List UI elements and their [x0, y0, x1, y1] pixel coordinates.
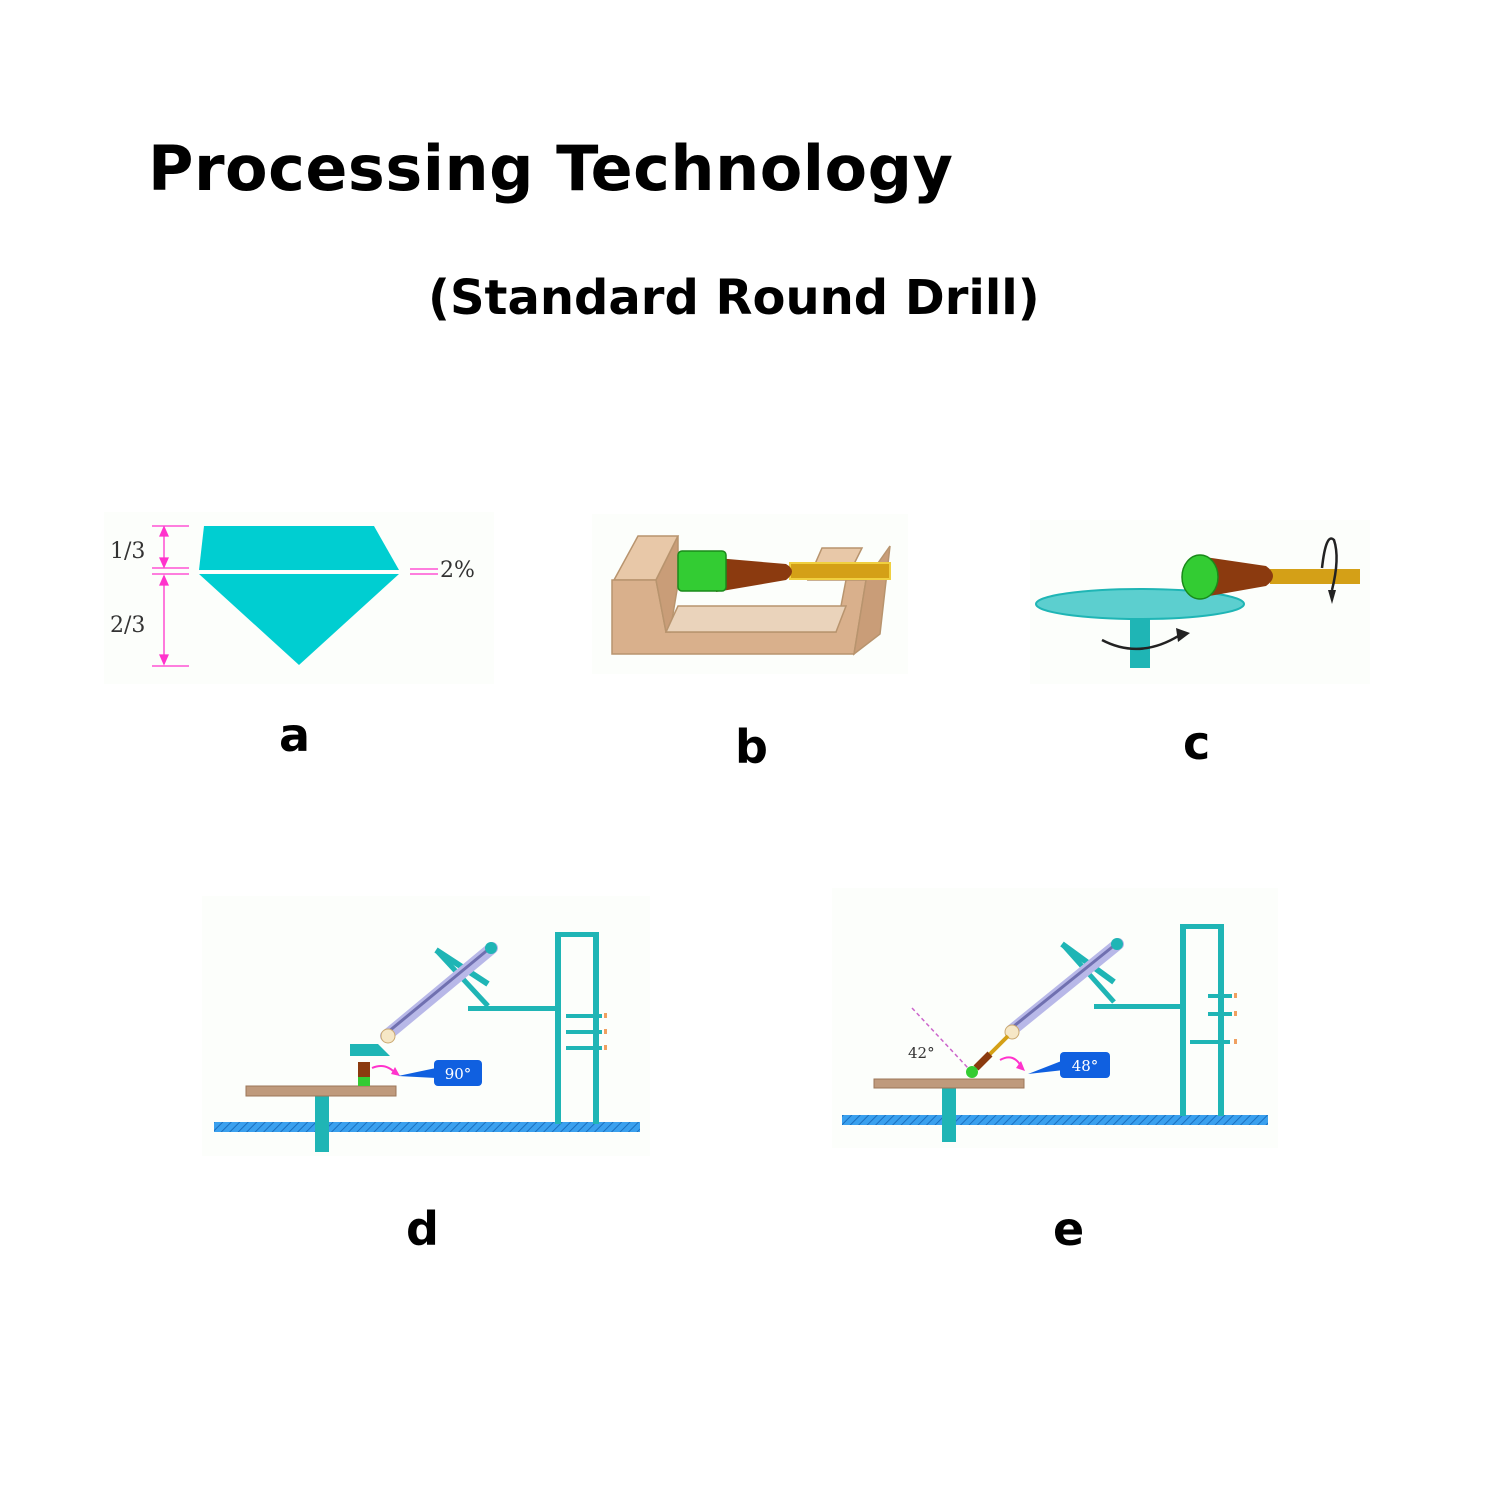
- dop-holder: [1181, 554, 1219, 600]
- dimension-lines: [152, 525, 438, 667]
- setup-48-diagram: 42° 48°: [842, 924, 1268, 1142]
- panel-a-label: a: [279, 708, 311, 762]
- girdle-percent-label: 2%: [440, 558, 475, 583]
- dop-rod: [789, 562, 891, 580]
- angle-badge-pointer: [398, 1068, 436, 1078]
- rotating-disc-diagram: [1035, 537, 1360, 668]
- rod-rotation-arrowhead: [1328, 590, 1336, 604]
- dop-clamp: [350, 1044, 390, 1056]
- arm-tube-highlight: [387, 946, 491, 1034]
- disc-spindle: [315, 1096, 329, 1152]
- angle-badge-value: 48°: [1072, 1057, 1099, 1075]
- dop-grip: [1198, 556, 1273, 598]
- arm-tip: [485, 942, 497, 954]
- base-platform: [214, 1122, 640, 1132]
- angle-badge-pointer: [1028, 1060, 1064, 1074]
- panel-b-block-holder: [592, 514, 908, 674]
- panel-e-label: e: [1053, 1202, 1085, 1256]
- panel-d-90-degree-setup: 90°: [202, 896, 650, 1156]
- panel-a-diamond-proportions: 1/3 2/3 2%: [104, 512, 494, 684]
- panel-c-label: c: [1183, 716, 1211, 770]
- arm-joint: [380, 1028, 396, 1044]
- dop-holder: [677, 550, 727, 592]
- dop-holder: [358, 1077, 370, 1086]
- dop-grip: [358, 1062, 370, 1078]
- lower-ratio-label: 2/3: [110, 613, 145, 638]
- angle-arc-arrowhead: [391, 1067, 400, 1076]
- holder-block: [611, 535, 891, 656]
- dop-grip: [716, 558, 792, 592]
- dop-holder: [966, 1066, 978, 1078]
- base-platform: [842, 1115, 1268, 1125]
- panel-c-rotating-disc: [1030, 520, 1370, 684]
- panel-d-label: d: [406, 1202, 439, 1256]
- arm-tube-highlight: [1013, 942, 1117, 1028]
- disc-rotation-arrowhead: [1176, 628, 1190, 642]
- grinding-disc: [245, 1085, 397, 1097]
- disc-spindle: [942, 1086, 956, 1142]
- stand-frame: [1094, 924, 1232, 1116]
- dop-rod: [1270, 569, 1360, 584]
- diamond-crown: [199, 526, 399, 570]
- dop-grip: [973, 1051, 993, 1071]
- angle-badge: [434, 1060, 482, 1086]
- complement-angle-label: 42°: [908, 1044, 935, 1062]
- upper-ratio-label: 1/3: [110, 539, 145, 564]
- page-subtitle: (Standard Round Drill): [428, 270, 1040, 326]
- arm-joint: [1004, 1024, 1020, 1040]
- disc-spindle: [1130, 612, 1150, 668]
- stand-scale-ticks: [604, 1013, 607, 1050]
- grinding-disc: [873, 1078, 1025, 1089]
- angle-badge-value: 90°: [445, 1065, 472, 1083]
- diamond-diagram: 1/3 2/3 2%: [110, 525, 475, 667]
- rod-rotation-arrow: [1320, 537, 1338, 591]
- dop-rod: [986, 1034, 1010, 1058]
- panel-b-label: b: [735, 720, 768, 774]
- panel-e-48-degree-setup: 42° 48°: [832, 888, 1278, 1148]
- arm-tip: [1111, 938, 1123, 950]
- stand-frame: [468, 932, 602, 1124]
- disc-rotation-arrow: [1101, 633, 1181, 651]
- setup-90-diagram: 90°: [214, 932, 640, 1152]
- page-title: Processing Technology: [148, 132, 954, 205]
- angle-arc-arrowhead: [1016, 1061, 1025, 1071]
- angle-badge: [1060, 1052, 1110, 1078]
- block-holder-diagram: [611, 535, 891, 656]
- stand-scale-ticks: [1234, 993, 1237, 1044]
- diamond-pavilion: [199, 574, 399, 665]
